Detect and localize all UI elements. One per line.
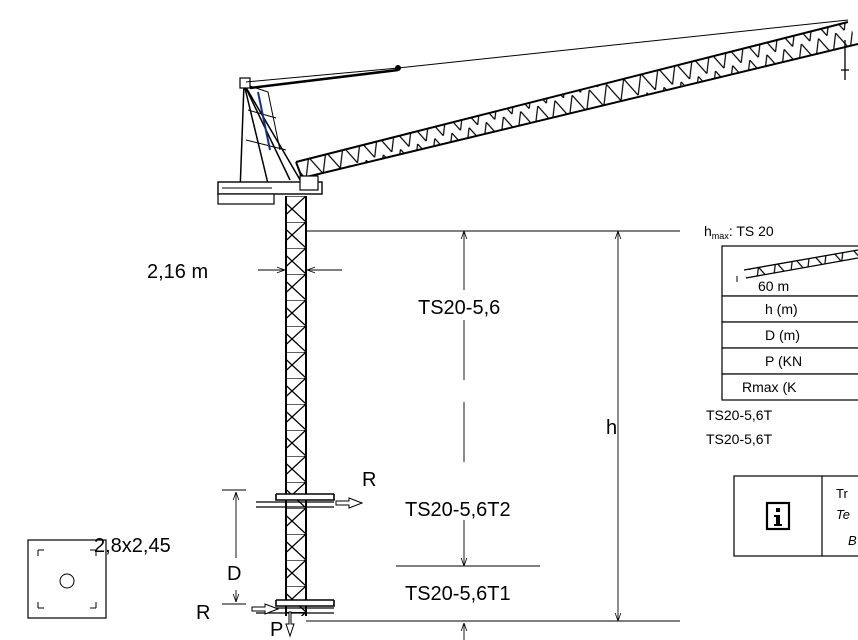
load-arrow xyxy=(285,611,295,638)
jib-length-label: 60 m xyxy=(758,278,789,294)
dimension-lines xyxy=(67,230,680,640)
base-size-label: 2,8x2,45 xyxy=(94,535,171,557)
tower-head xyxy=(239,77,307,193)
row-h: h (m) xyxy=(765,301,798,317)
anchor-distance-label: D xyxy=(227,563,241,585)
crane xyxy=(217,19,858,616)
luffing-ropes xyxy=(245,19,849,90)
mast xyxy=(285,196,307,616)
info-line-3: B xyxy=(848,533,857,548)
note-1: TS20-5,6T xyxy=(706,407,773,423)
row-rmax: Rmax (K xyxy=(742,379,797,395)
tie-collar-upper xyxy=(256,493,335,508)
note-2: TS20-5,6T xyxy=(706,431,773,447)
row-d: D (m) xyxy=(765,327,800,343)
labels: 2,16 m 2,8x2,45 h D R R P TS20-5,6 TS20-… xyxy=(94,261,617,640)
table-jib-icon xyxy=(736,249,858,282)
force-arrows xyxy=(251,497,364,638)
reaction-arrow-upper xyxy=(335,497,364,509)
reaction-upper-label: R xyxy=(362,469,376,491)
foundation-plan xyxy=(27,539,107,619)
section-middle-label: TS20-5,6T2 xyxy=(405,499,511,521)
section-upper-label: TS20-5,6 xyxy=(418,297,500,319)
slewing-platform xyxy=(217,175,323,205)
jib xyxy=(295,21,858,179)
height-label: h xyxy=(606,417,617,439)
reaction-arrow-lower xyxy=(251,603,280,615)
info-line-1: Tr xyxy=(836,486,848,501)
reaction-lower-label: R xyxy=(196,602,210,624)
spec-table: hmax: TS 20 60 m h (m) D (m) P (KN Rmax … xyxy=(704,223,858,447)
info-line-2: Te xyxy=(836,507,850,522)
info-icon xyxy=(765,501,791,531)
hmax-label: hmax: TS 20 xyxy=(704,223,774,241)
info-box: Tr Te B xyxy=(733,475,858,557)
row-p: P (KN xyxy=(765,353,802,369)
section-lower-label: TS20-5,6T1 xyxy=(405,583,511,605)
top-width-label: 2,16 m xyxy=(147,261,208,283)
load-label: P xyxy=(270,619,283,640)
